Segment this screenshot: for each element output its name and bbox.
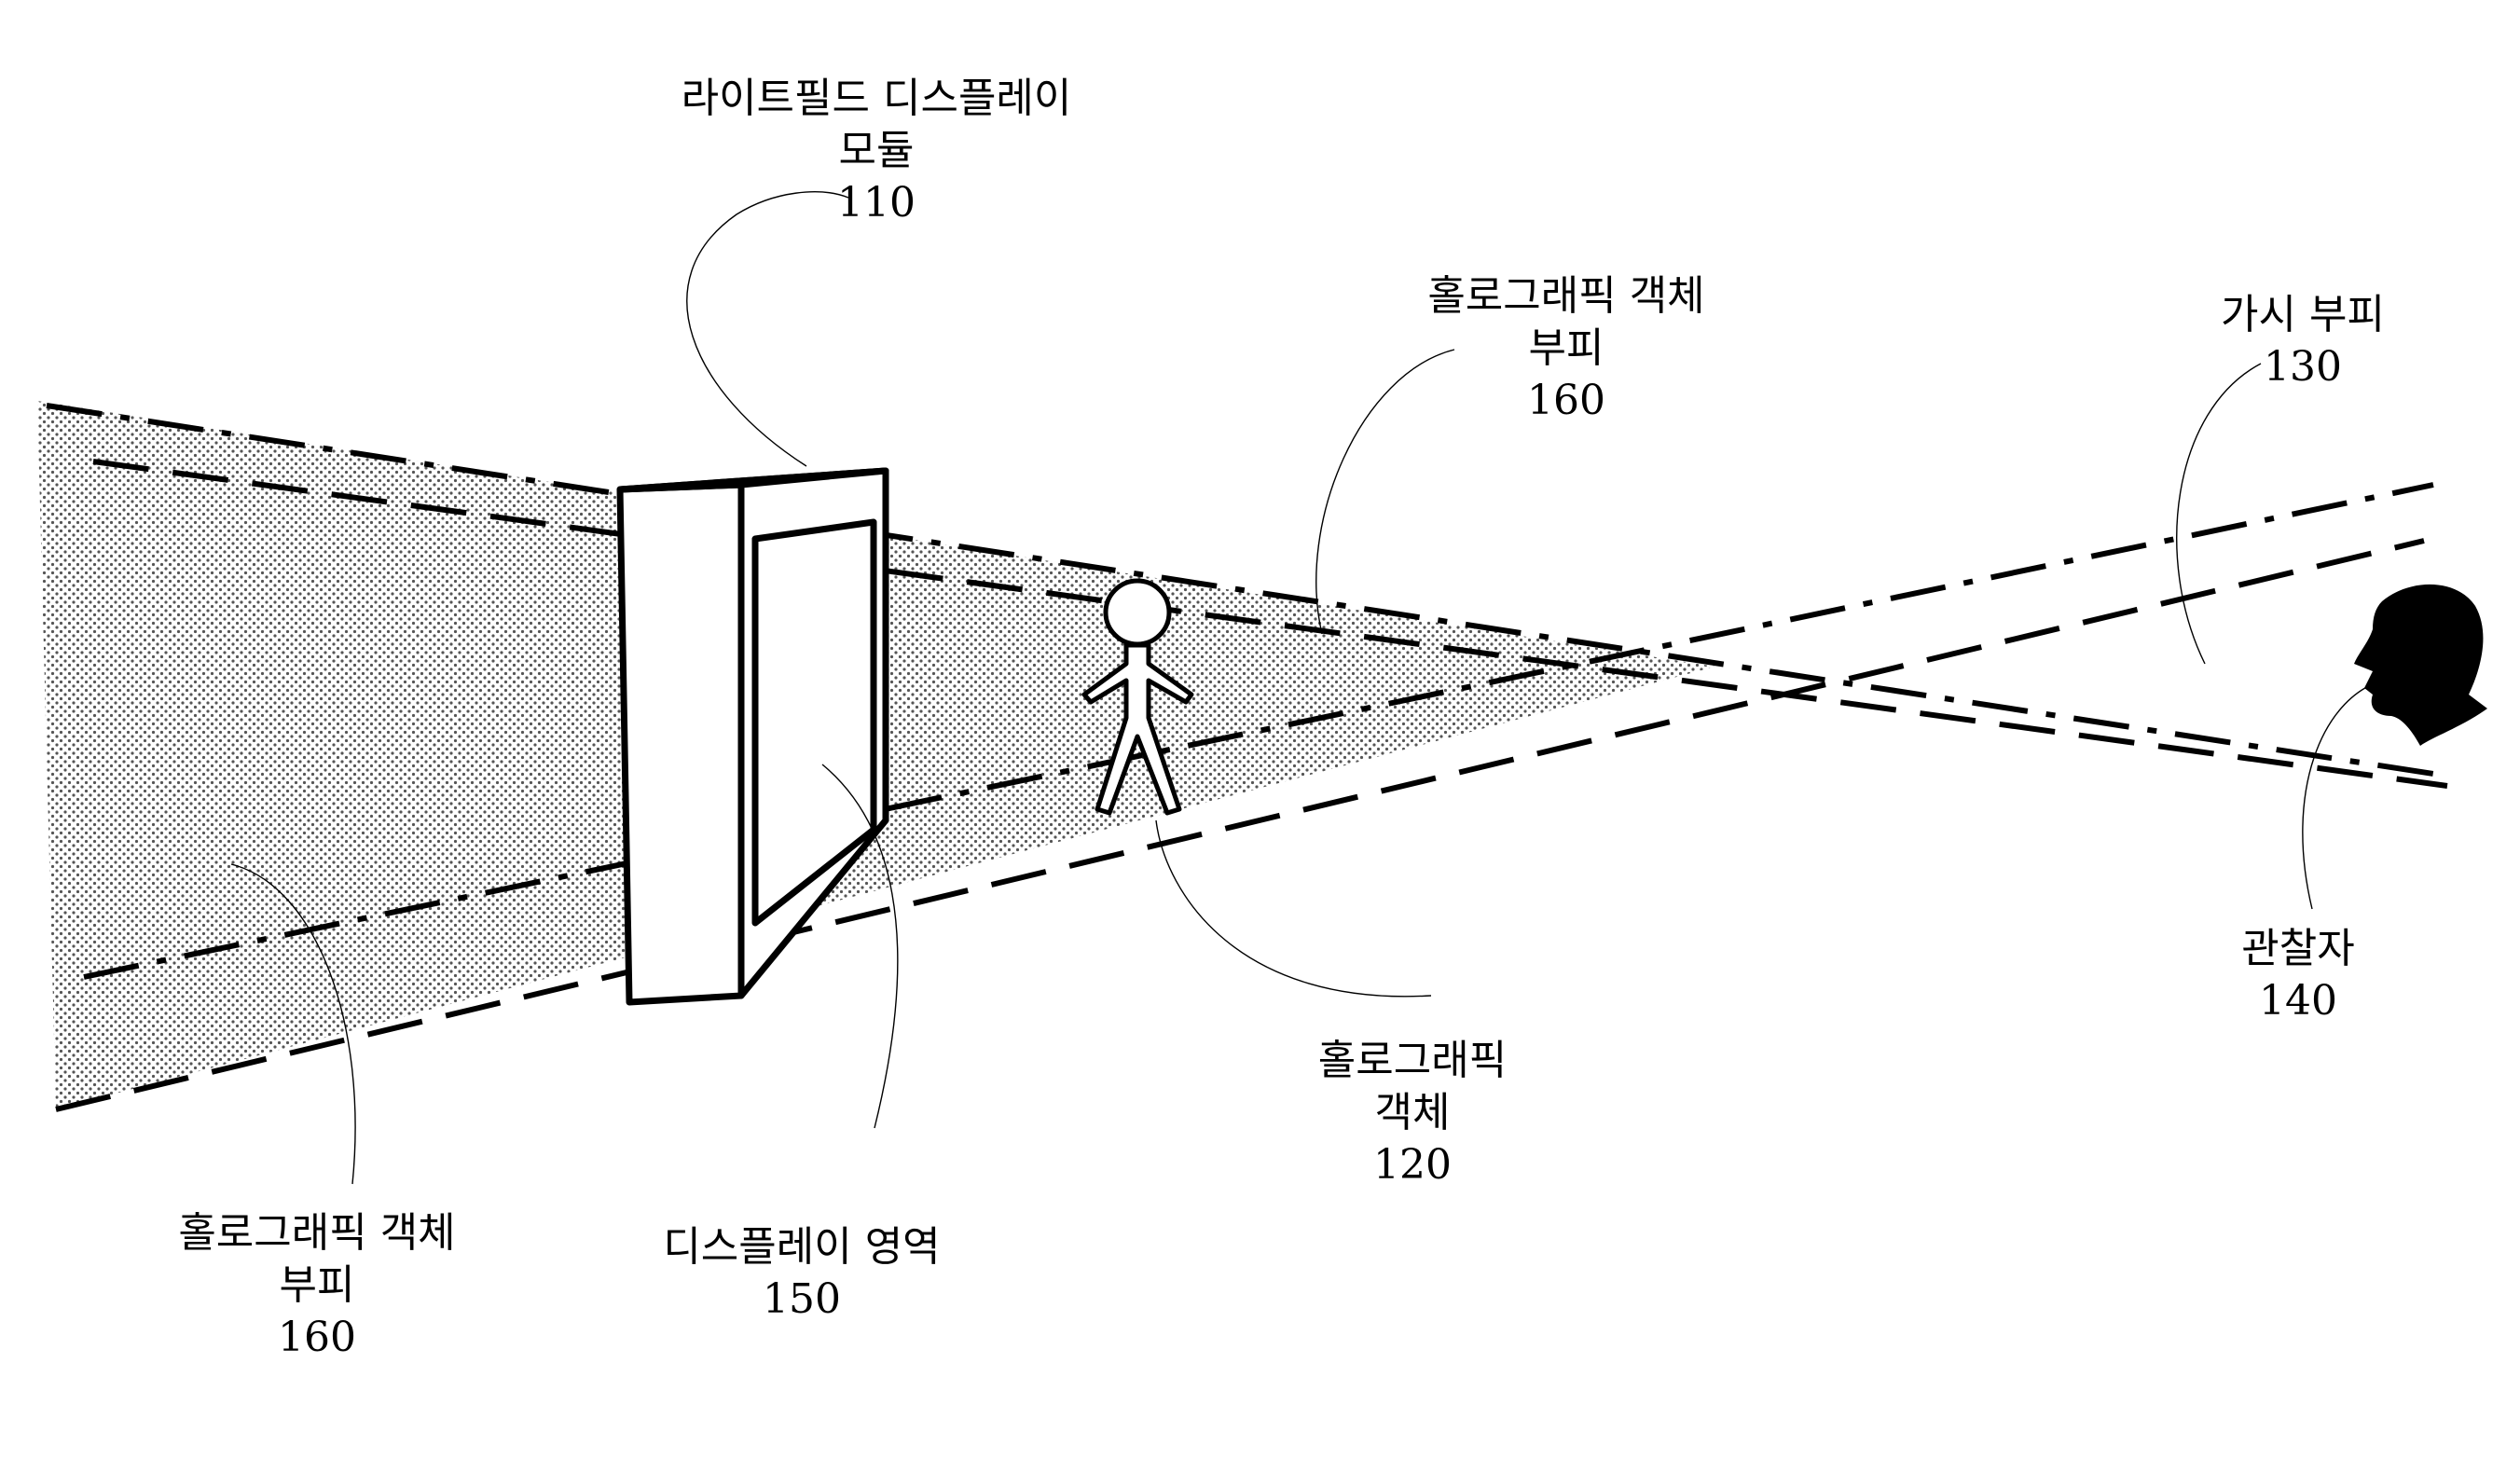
leader-140 [2303, 681, 2382, 909]
label-hologram-volume-top-line2: 부피 [1333, 323, 1799, 375]
label-hologram-volume-top-line1: 홀로그래픽 객체 [1333, 270, 1799, 323]
label-hologram-object-ref: 120 [1273, 1139, 1552, 1191]
label-hologram-object-line2: 객체 [1273, 1087, 1552, 1139]
label-hologram-object: 홀로그래픽 객체 120 [1273, 1035, 1552, 1191]
label-display-module: 라이트필드 디스플레이 모듈 110 [643, 73, 1109, 229]
label-display-area: 디스플레이 영역 150 [615, 1221, 988, 1326]
label-viewer: 관찰자 140 [2205, 923, 2391, 1027]
label-viewer-ref: 140 [2205, 975, 2391, 1027]
leader-110 [687, 192, 848, 466]
display-module-front-face [620, 485, 741, 1002]
label-display-module-line1: 라이트필드 디스플레이 [643, 73, 1109, 125]
label-hologram-volume-bottom-line2: 부피 [84, 1259, 550, 1312]
label-display-module-ref: 110 [643, 177, 1109, 229]
label-hologram-volume-top-ref: 160 [1333, 375, 1799, 427]
leader-130 [2177, 364, 2261, 664]
label-display-area-line1: 디스플레이 영역 [615, 1221, 988, 1273]
label-visible-volume-ref: 130 [2172, 341, 2433, 393]
label-display-module-line2: 모듈 [643, 125, 1109, 177]
label-viewer-line1: 관찰자 [2205, 923, 2391, 975]
label-visible-volume-line1: 가시 부피 [2172, 289, 2433, 341]
label-display-area-ref: 150 [615, 1273, 988, 1326]
figure-head [1106, 581, 1169, 644]
viewer-head-silhouette [2354, 585, 2487, 746]
label-hologram-object-line1: 홀로그래픽 [1273, 1035, 1552, 1087]
label-hologram-volume-bottom: 홀로그래픽 객체 부피 160 [84, 1207, 550, 1364]
label-hologram-volume-bottom-ref: 160 [84, 1312, 550, 1364]
leader-120 [1156, 820, 1431, 997]
label-hologram-volume-top: 홀로그래픽 객체 부피 160 [1333, 270, 1799, 427]
label-hologram-volume-bottom-line1: 홀로그래픽 객체 [84, 1207, 550, 1259]
label-visible-volume: 가시 부피 130 [2172, 289, 2433, 393]
